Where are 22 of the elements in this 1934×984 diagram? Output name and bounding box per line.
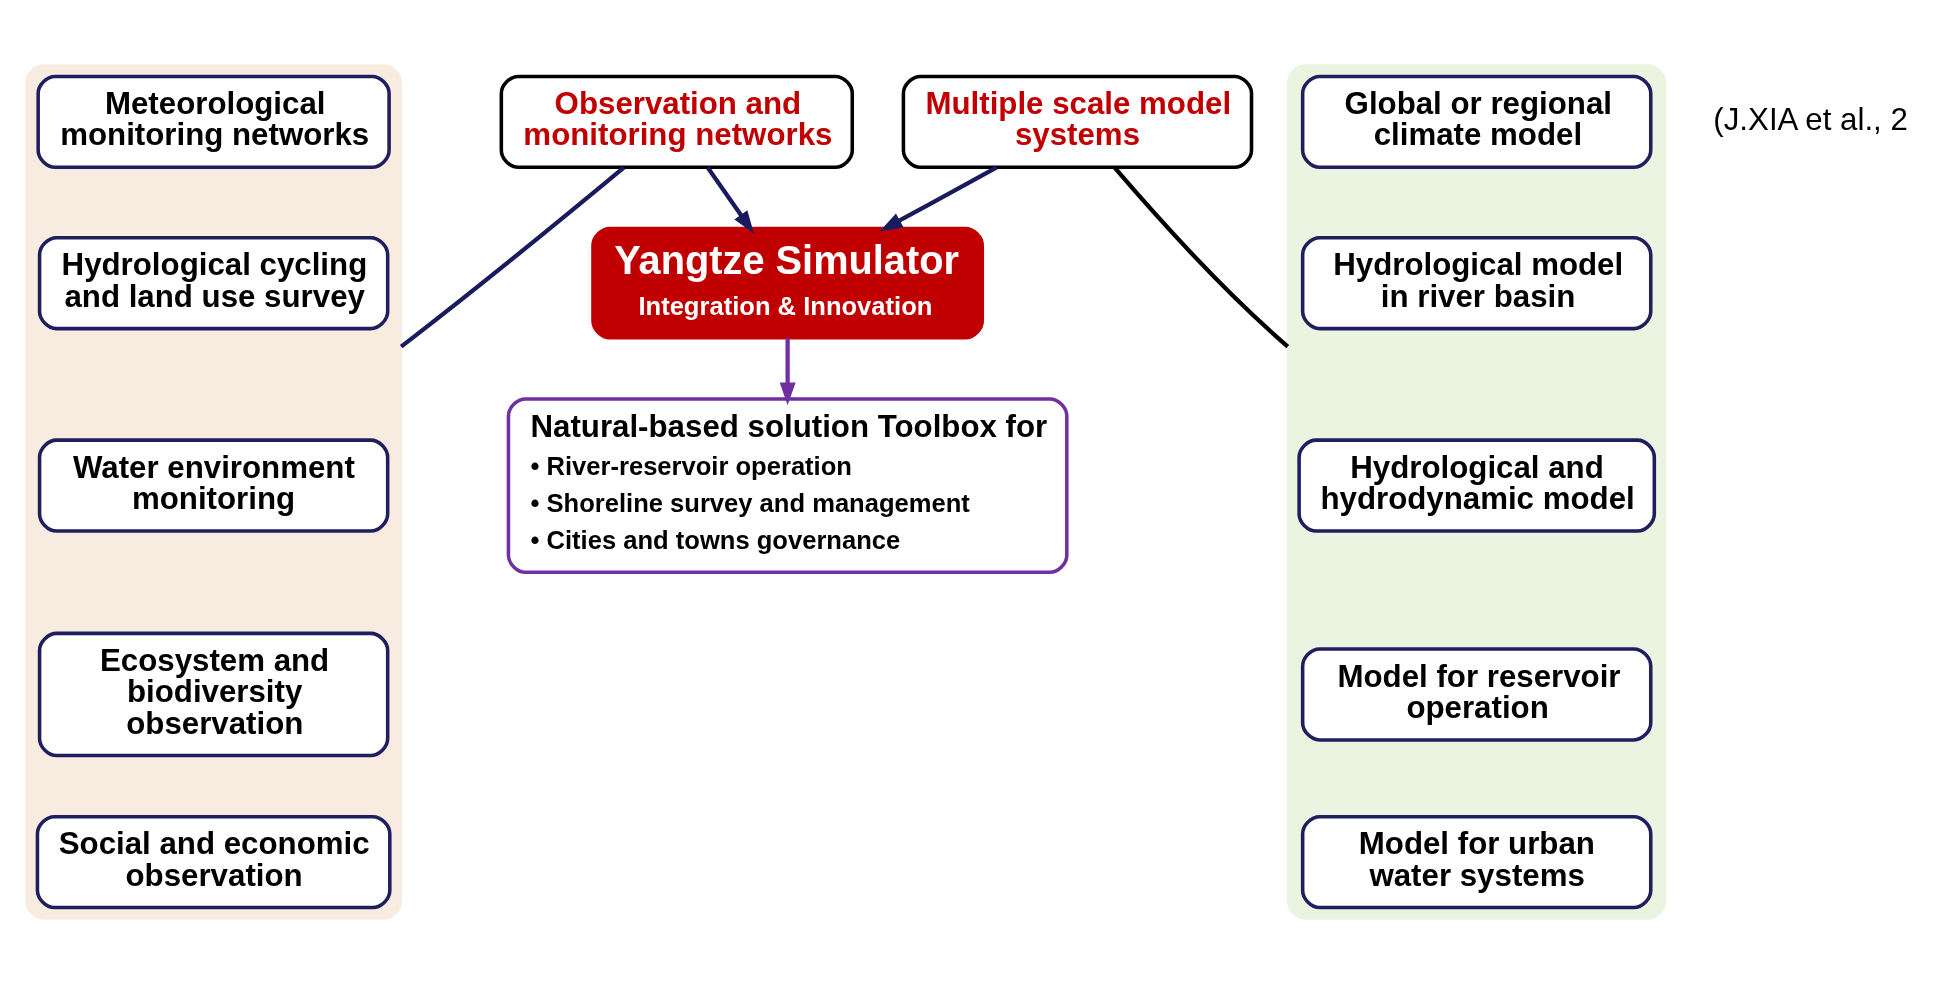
node-box: Social and economic observation bbox=[35, 814, 392, 910]
cluster bbox=[25, 64, 402, 920]
label: (J.XIA et al., 2 bbox=[1713, 101, 1908, 137]
node-box: Model for urban water systems bbox=[1300, 814, 1653, 910]
node-box: Yangtze Simulator Integration & Innovation bbox=[591, 226, 985, 340]
node-box: Water environment monitoring bbox=[37, 438, 390, 533]
node-box: Hydrological cycling and land use survey bbox=[37, 235, 390, 331]
node-box: Hydrological model in river basin bbox=[1300, 235, 1653, 331]
connector bbox=[1112, 166, 1290, 349]
arrow bbox=[705, 166, 754, 234]
connector bbox=[399, 165, 626, 349]
node-box: Meteorological monitoring networks bbox=[36, 74, 391, 170]
node-box: Natural-based solution Toolbox for • River-reservoir operation • Shoreline survey and management • Cities and towns governance bbox=[506, 397, 1069, 575]
node-box: Global or regional climate model bbox=[1300, 74, 1653, 170]
node-box: Model for reservoir operation bbox=[1300, 647, 1653, 742]
node-box: Hydrological and hydrodynamic model bbox=[1297, 438, 1657, 533]
node-box: Observation and monitoring networks bbox=[499, 74, 855, 170]
node-box: Multiple scale model systems bbox=[901, 74, 1254, 170]
cluster bbox=[1287, 64, 1667, 920]
arrow bbox=[879, 165, 998, 232]
node-box: Ecosystem and biodiversity observation bbox=[37, 631, 390, 758]
arrow bbox=[779, 338, 796, 406]
